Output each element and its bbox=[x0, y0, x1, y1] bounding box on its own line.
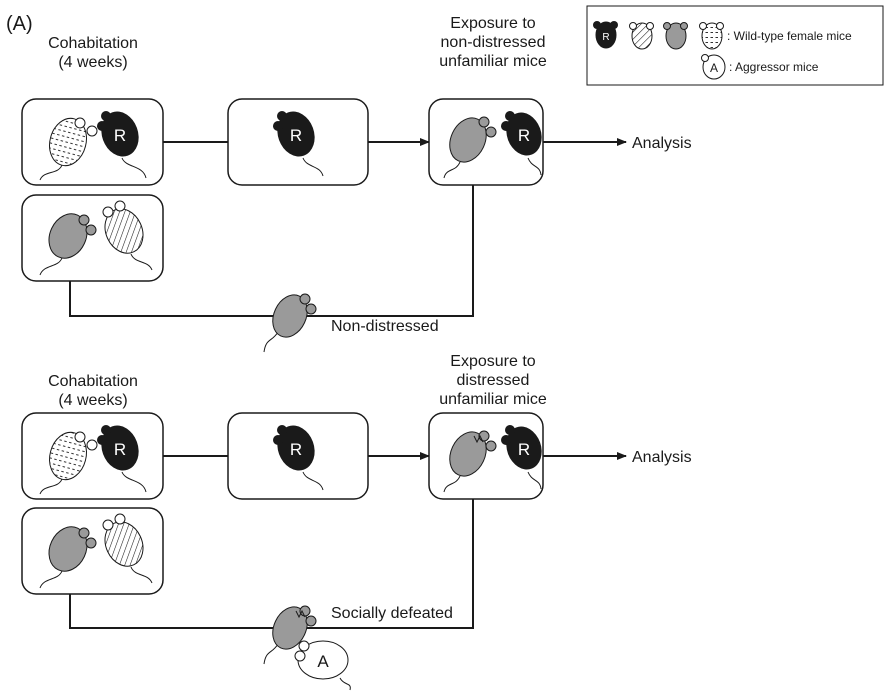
bottom-analysis-label: Analysis bbox=[632, 449, 692, 466]
bottom-isolated-resident-mouse-icon: R bbox=[273, 425, 324, 491]
bottom-hatched-mouse-icon bbox=[102, 513, 153, 584]
legend-wildtype-label: : Wild-type female mice bbox=[727, 29, 852, 43]
top-cohabitation-box bbox=[21, 98, 164, 186]
bottom-resident-mouse-icon: R bbox=[97, 425, 147, 493]
bottom-gray-mouse-icon bbox=[39, 526, 97, 589]
legend-hatched-mouse-icon bbox=[629, 22, 654, 50]
bottom-aggressor-mouse-icon: A bbox=[294, 640, 351, 691]
bottom-demonstrator-path bbox=[69, 480, 477, 629]
top-non-distressed-mouse-icon bbox=[263, 293, 317, 353]
legend-gray-mouse-icon bbox=[663, 22, 688, 50]
top-dotted-mouse-icon bbox=[39, 117, 98, 181]
legend-aggressor-label: : Aggressor mice bbox=[729, 60, 819, 74]
bottom-exposure-line2: distressed bbox=[457, 372, 530, 389]
top-exposure-gray-mouse-icon bbox=[443, 116, 497, 179]
bottom-aggressor-letter: A bbox=[317, 652, 329, 671]
panel-label: (A) bbox=[6, 13, 33, 35]
legend-aggressor-letter: A bbox=[710, 61, 718, 75]
bottom-row: Cohabitation (4 weeks) Exposure to distr… bbox=[21, 353, 692, 691]
top-resident-mouse-icon: R bbox=[97, 111, 147, 179]
top-exposure-line2: non-distressed bbox=[441, 34, 546, 51]
bottom-condition-label: Socially defeated bbox=[331, 605, 453, 622]
legend-dotted-mouse-icon bbox=[699, 22, 724, 50]
bottom-exposure-resident-mouse-icon: R bbox=[501, 425, 542, 490]
top-demonstrator-path bbox=[69, 166, 477, 317]
bottom-resident-letter: R bbox=[114, 440, 126, 459]
bottom-cohabitation-duration: (4 weeks) bbox=[58, 392, 127, 409]
bottom-dotted-mouse-icon bbox=[39, 431, 98, 495]
bottom-exposure-line1: Exposure to bbox=[450, 353, 535, 370]
bottom-cohabitation-title: Cohabitation bbox=[48, 373, 138, 390]
bottom-isolated-resident-letter: R bbox=[290, 440, 302, 459]
legend-aggressor-mouse-icon: A bbox=[701, 54, 726, 80]
legend-resident-mouse-icon: R bbox=[593, 21, 618, 49]
top-gray-mouse-icon bbox=[39, 213, 97, 276]
top-exposure-resident-mouse-icon: R bbox=[501, 111, 542, 176]
legend: R : Wild-type female mice A : Aggressor … bbox=[586, 5, 884, 86]
top-cohabitation-title: Cohabitation bbox=[48, 35, 138, 52]
top-isolated-resident-mouse-icon: R bbox=[273, 111, 324, 177]
bottom-defeated-mouse-icon bbox=[263, 605, 317, 665]
bottom-exposure-line3: unfamiliar mice bbox=[439, 391, 547, 408]
bottom-exposure-distressed-mouse-icon bbox=[443, 430, 497, 493]
top-exposure-line3: unfamiliar mice bbox=[439, 53, 547, 70]
legend-resident-letter: R bbox=[602, 32, 609, 43]
top-row: Cohabitation (4 weeks) Exposure to non-d… bbox=[21, 15, 692, 353]
top-condition-label: Non-distressed bbox=[331, 318, 439, 335]
top-resident-letter: R bbox=[114, 126, 126, 145]
top-analysis-label: Analysis bbox=[632, 135, 692, 152]
top-exposure-line1: Exposure to bbox=[450, 15, 535, 32]
top-hatched-mouse-icon bbox=[102, 200, 153, 271]
top-cohabitation-duration: (4 weeks) bbox=[58, 54, 127, 71]
top-isolated-resident-letter: R bbox=[290, 126, 302, 145]
bottom-exposure-resident-letter: R bbox=[518, 440, 530, 459]
bottom-cohabitation-box bbox=[21, 412, 164, 500]
top-exposure-resident-letter: R bbox=[518, 126, 530, 145]
